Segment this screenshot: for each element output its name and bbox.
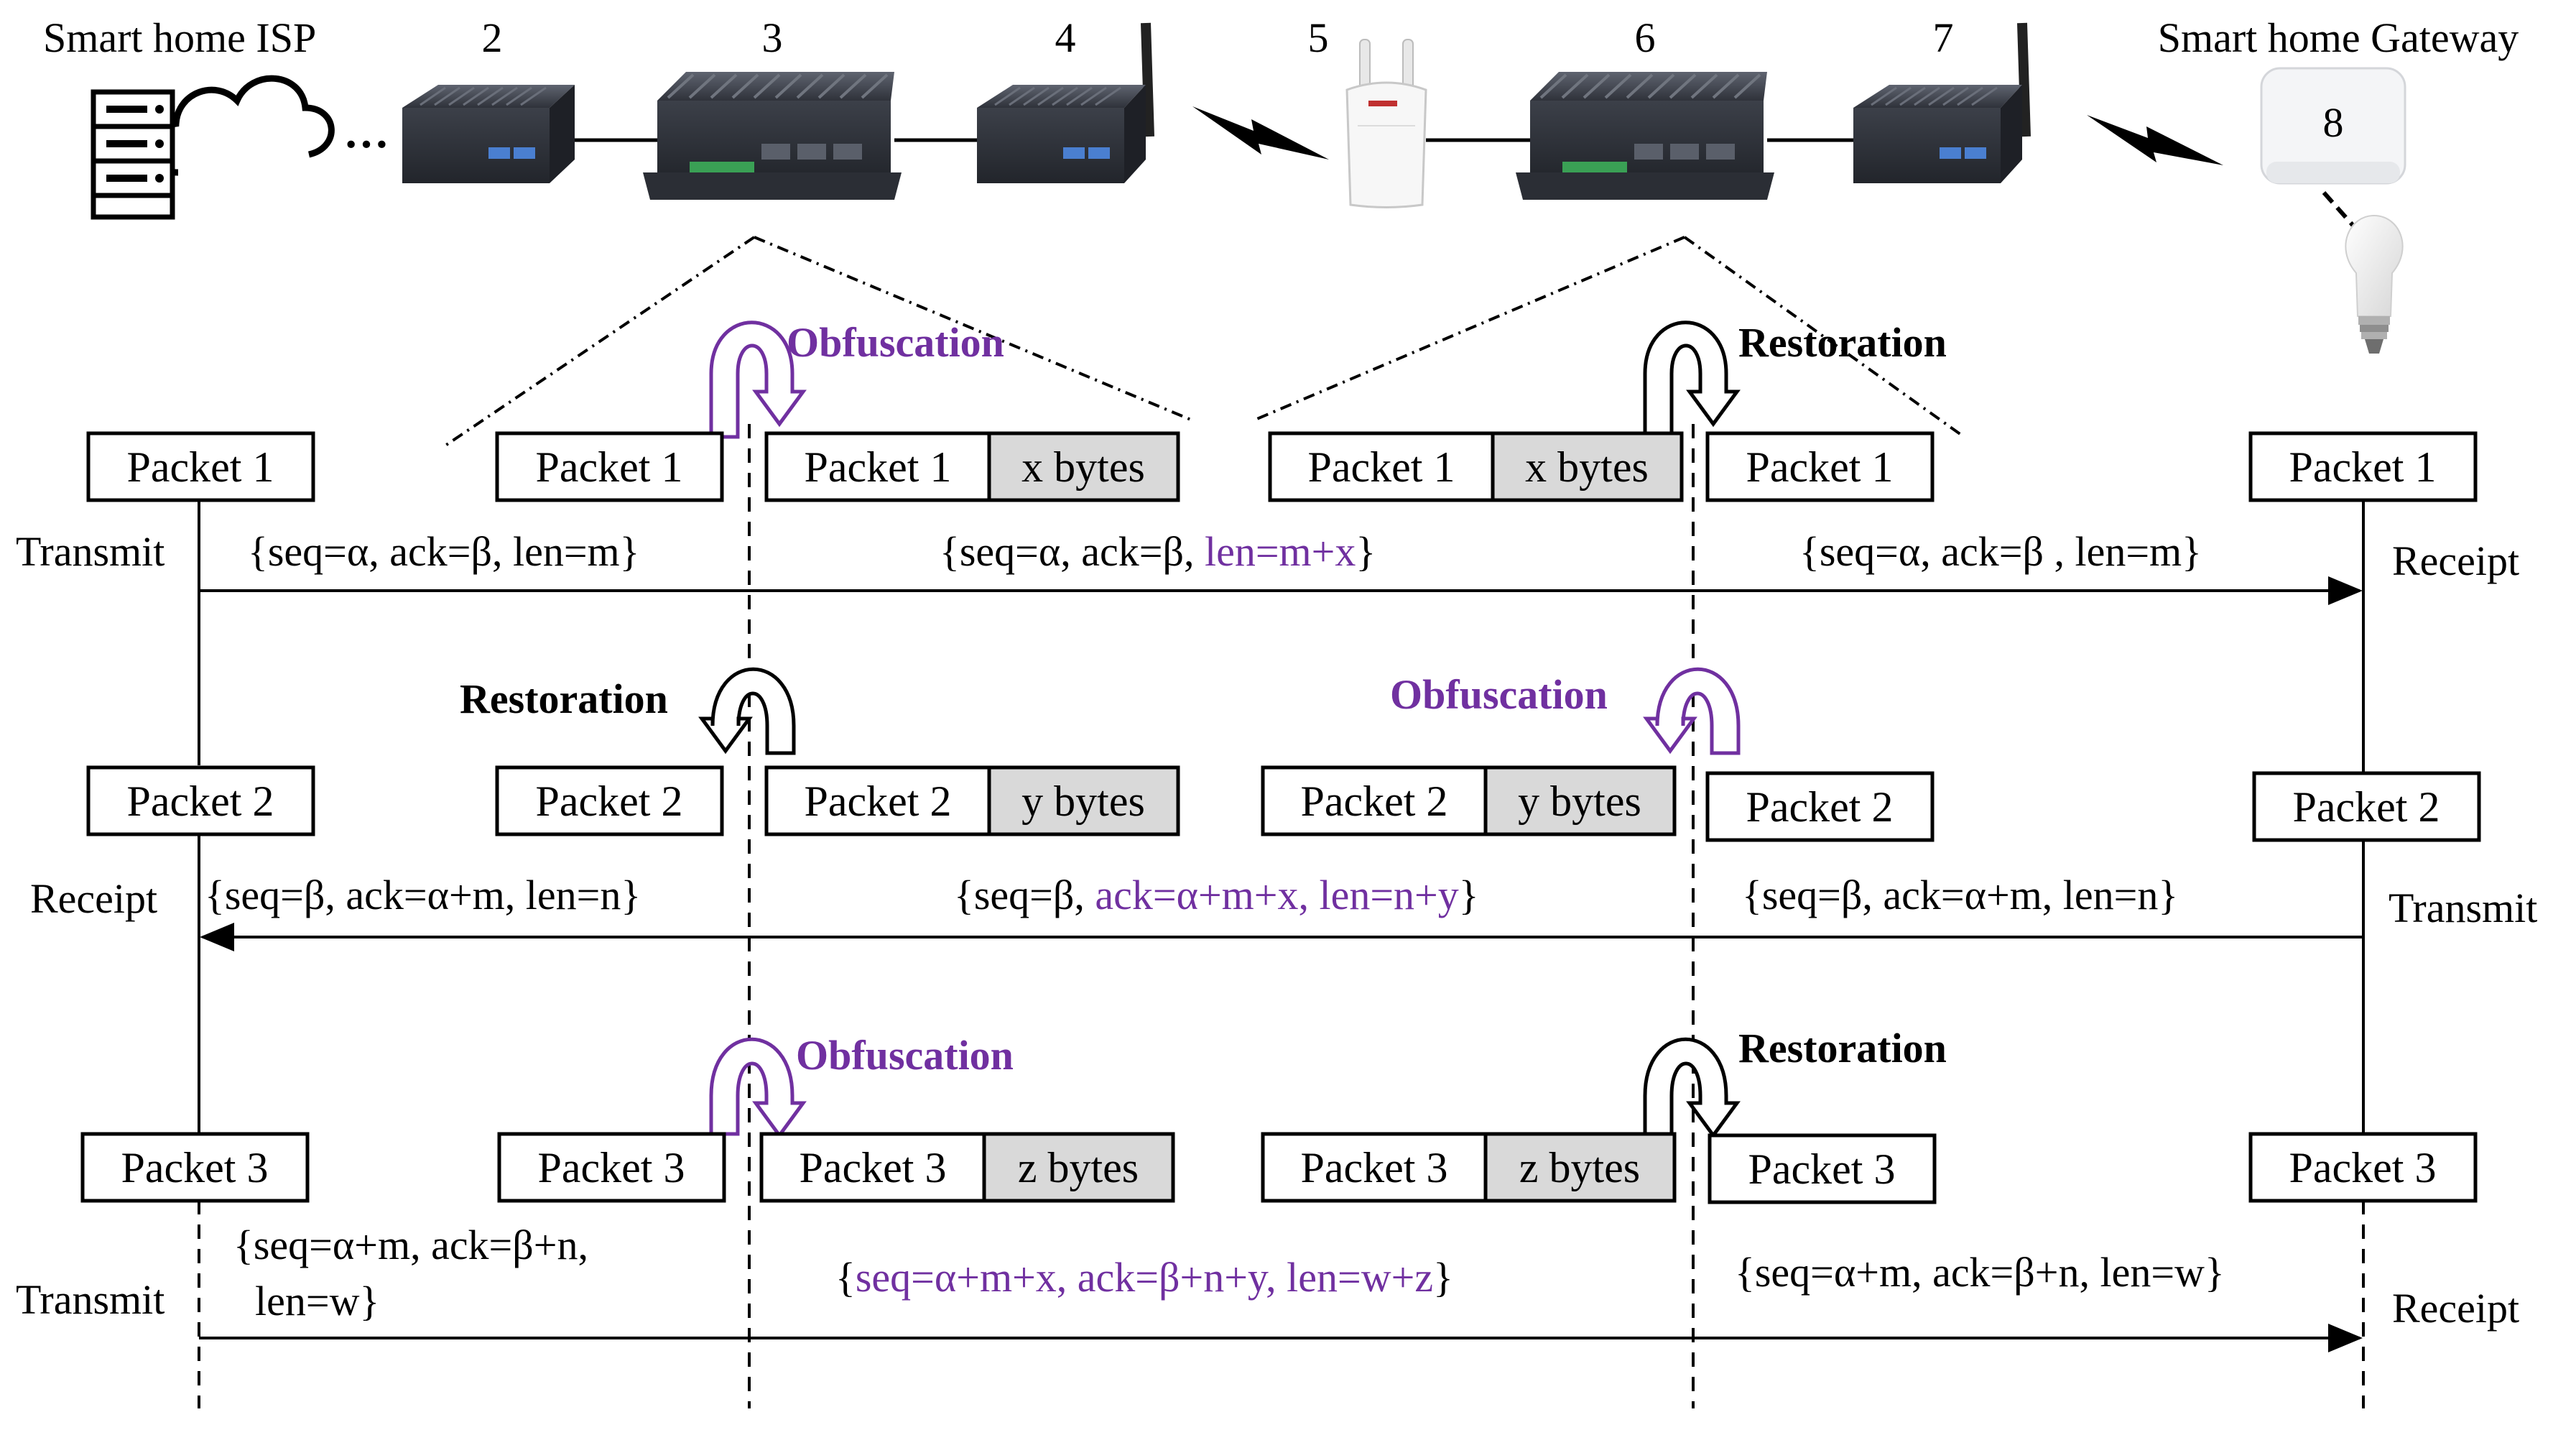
receipt-label-2: Receipt [30,875,157,922]
obfuscation-label-1: Obfuscation [787,319,1004,366]
header-row2-mid-close: } [1459,872,1479,918]
isp-label: Smart home ISP [43,14,316,61]
obfuscation-arrow-2 [1643,667,1741,755]
router-icon-3 [643,72,902,200]
packet-row-2: Packet 2 Packet 2 Packet 2 y bytes Packe… [86,765,2481,842]
lifelines [198,424,2365,1408]
header-row2-right: {seq=β, ack=α+m, len=n} [1742,872,2178,918]
obfuscation-label-3: Obfuscation [796,1032,1014,1079]
restoration-arrow-2 [698,667,796,755]
packet-3-restored: Packet 3 [1748,1145,1896,1193]
packet-1-restored: Packet 1 [1746,443,1894,491]
node-number-7: 7 [1933,14,1954,61]
packet-2-obfuscated: Packet 2 [1301,778,1448,825]
gateway-number: 8 [2323,99,2344,146]
transmit-label-1: Transmit [16,528,165,575]
node-number-6: 6 [1635,14,1656,61]
header-row1-mid-close: } [1356,528,1376,575]
packet-1-pre-obfuscation: Packet 1 [536,443,683,491]
x-bytes-padding-1: x bytes [1021,443,1145,491]
header-row2-mid-plain: {seq=β, [954,872,1095,918]
header-row3-mid-open: { [835,1254,856,1301]
packet-3-sender: Packet 3 [121,1144,269,1191]
restoration-label-3: Restoration [1738,1025,1947,1071]
node-number-3: 3 [762,14,783,61]
receipt-label-3: Receipt [2392,1285,2519,1332]
header-row1-mid-changed: len=m+x [1205,528,1356,575]
node-number-5: 5 [1308,14,1329,61]
packet-3-receiver: Packet 3 [2289,1144,2437,1191]
node-number-2: 2 [482,14,503,61]
z-bytes-padding-2: z bytes [1519,1144,1640,1191]
packet-3-obfuscated-received: Packet 3 [1301,1144,1448,1191]
header-row2-mid-changed: ack=α+m+x, len=n+y [1095,872,1458,918]
header-row1-right: {seq=α, ack=β , len=m} [1799,528,2202,575]
restoration-arrow-1 [1643,320,1741,439]
wireless-link-icon-7-8 [2087,115,2223,165]
packet-1-receiver: Packet 1 [2289,443,2437,491]
gateway-icon-8: 8 [2260,67,2406,185]
restoration-label-2: Restoration [460,675,668,722]
packet-2-pre-obfuscation: Packet 2 [1746,783,1894,831]
restoration-arrow-3 [1643,1037,1741,1139]
ellipsis: ··· [343,119,389,170]
receipt-label-1: Receipt [2392,538,2519,584]
packet-2-restored: Packet 2 [536,778,683,825]
header-row3-left-line1: {seq=α+m, ack=β+n, [233,1222,588,1268]
header-row3-right: {seq=α+m, ack=β+n, len=w} [1735,1249,2225,1296]
header-row3-mid: {seq=α+m+x, ack=β+n+y, len=w+z} [835,1254,1453,1301]
obfuscation-arrow-3 [709,1037,807,1139]
y-bytes-padding-2: y bytes [1518,778,1641,825]
packet-row-1: Packet 1 Packet 1 Packet 1 x bytes Packe… [86,431,2478,502]
transmit-label-2: Transmit [2389,885,2537,931]
router-icon-2 [402,85,575,183]
packet-row-3: Packet 3 Packet 3 Packet 3 z bytes Packe… [80,1132,2478,1204]
gateway-label: Smart home Gateway [2158,14,2519,61]
header-row3-mid-changed: seq=α+m+x, ack=β+n+y, len=w+z [856,1254,1433,1301]
z-bytes-padding-1: z bytes [1018,1144,1139,1191]
header-row1-mid: {seq=α, ack=β, len=m+x} [940,528,1376,575]
isp-server-cloud-icon [91,75,335,220]
zoom-indicators [444,236,1963,447]
packet-2-obfuscated-received: Packet 2 [805,778,952,825]
transmit-label-3: Transmit [16,1276,165,1323]
y-bytes-padding-1: y bytes [1021,778,1145,825]
node-number-4: 4 [1055,14,1076,61]
header-row3-left-line2: len=w} [255,1278,379,1324]
router-icon-7 [1853,22,2031,183]
wireless-link-icon-4-5 [1192,106,1329,160]
header-row2-mid: {seq=β, ack=α+m+x, len=n+y} [954,872,1479,918]
obfuscation-label-2: Obfuscation [1390,671,1608,718]
x-bytes-padding-2: x bytes [1525,443,1649,491]
header-row1-mid-plain: {seq=α, ack=β, [940,528,1205,575]
obfuscation-arrow-1 [709,320,807,439]
packet-3-obfuscated: Packet 3 [800,1144,947,1191]
header-row3-mid-close: } [1433,1254,1453,1301]
packet-1-obfuscated-received: Packet 1 [1308,443,1455,491]
header-row2-left: {seq=β, ack=α+m, len=n} [205,872,641,918]
packet-1-sender: Packet 1 [127,443,274,491]
network-topology: Smart home ISP 2 3 4 5 6 7 Smart home Ga… [43,14,2519,354]
packet-2-sender: Packet 2 [2293,783,2440,831]
router-icon-6 [1516,72,1774,200]
router-icon-4 [977,22,1154,183]
header-row1-left: {seq=α, ack=β, len=m} [248,528,639,575]
packet-1-obfuscated: Packet 1 [805,443,952,491]
packet-2-receiver: Packet 2 [127,778,274,825]
wifi-extender-icon-5 [1345,39,1427,208]
light-bulb-icon [2345,214,2404,354]
restoration-label-1: Restoration [1738,319,1947,366]
packet-3-pre-obfuscation: Packet 3 [538,1144,685,1191]
